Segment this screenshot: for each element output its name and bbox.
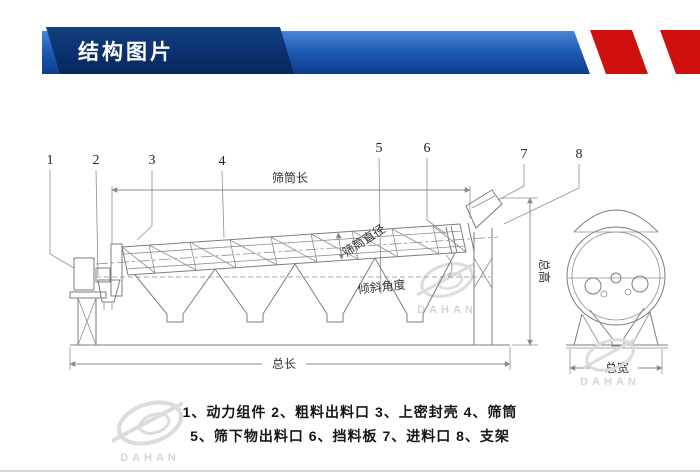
end-view-hopper — [589, 307, 645, 347]
callout-7: 7 — [521, 147, 528, 162]
page-title: 结构图片 — [78, 40, 174, 64]
end-view-dome — [573, 209, 659, 233]
callout-8: 8 — [576, 147, 583, 162]
callout-5: 5 — [376, 141, 383, 156]
label-drum-length: 筛筒长 — [272, 170, 308, 185]
watermark-logo-2: DAHAN — [580, 338, 640, 388]
leader-lines — [49, 157, 580, 295]
callout-1: 1 — [47, 153, 54, 168]
callout-numbers: 1 2 3 4 5 6 7 8 — [47, 141, 583, 169]
end-view-drum-circle — [566, 226, 666, 326]
end-view-rollers — [584, 272, 649, 298]
watermark-text-2: DAHAN — [580, 376, 640, 388]
watermark-logo-3: DAHAN — [111, 400, 184, 464]
end-view — [566, 209, 668, 349]
label-incline-angle: 倾斜角度 — [357, 277, 406, 297]
banner-red-stripe-2 — [660, 30, 700, 74]
callout-4: 4 — [219, 154, 226, 169]
dimension-total-height: 总高 — [500, 197, 552, 346]
label-total-length: 总长 — [272, 357, 296, 371]
structure-diagram: 1 2 3 4 5 6 7 8 筛筒长 DAHAN — [47, 141, 668, 464]
baffle-plate — [445, 225, 458, 255]
banner-red-stripe-1 — [590, 30, 648, 74]
watermark-text-1: DAHAN — [417, 304, 477, 316]
caption-line-2: 5、筛下物出料口 6、挡料板 7、进料口 8、支架 — [190, 428, 510, 444]
coarse-outlet — [97, 279, 121, 310]
watermark-logo-1: DAHAN — [416, 262, 477, 316]
watermark-text-3: DAHAN — [120, 452, 180, 464]
feed-inlet — [465, 189, 503, 229]
dimension-total-width: 总宽 — [569, 349, 663, 375]
screen-drum — [121, 222, 475, 276]
callout-2: 2 — [93, 153, 100, 168]
drum-axis-line — [95, 236, 499, 265]
title-plate: 结构图片 — [46, 27, 294, 74]
angle-arc — [445, 254, 453, 278]
callout-3: 3 — [149, 153, 156, 168]
callout-6: 6 — [424, 141, 431, 156]
side-view: 筛筒直径 倾斜角度 — [69, 189, 510, 346]
drive-unit — [69, 243, 123, 299]
discharge-hoppers — [134, 252, 456, 323]
caption-line-1: 1、动力组件 2、粗料出料口 3、上密封壳 4、筛筒 — [182, 404, 518, 420]
dimension-drum-length: 筛筒长 — [111, 170, 471, 244]
end-view-stand — [566, 307, 668, 349]
support-frame — [70, 228, 510, 346]
page-bottom-border — [0, 470, 700, 472]
label-total-height: 总高 — [537, 259, 552, 283]
dimension-total-length: 总长 — [69, 347, 511, 371]
